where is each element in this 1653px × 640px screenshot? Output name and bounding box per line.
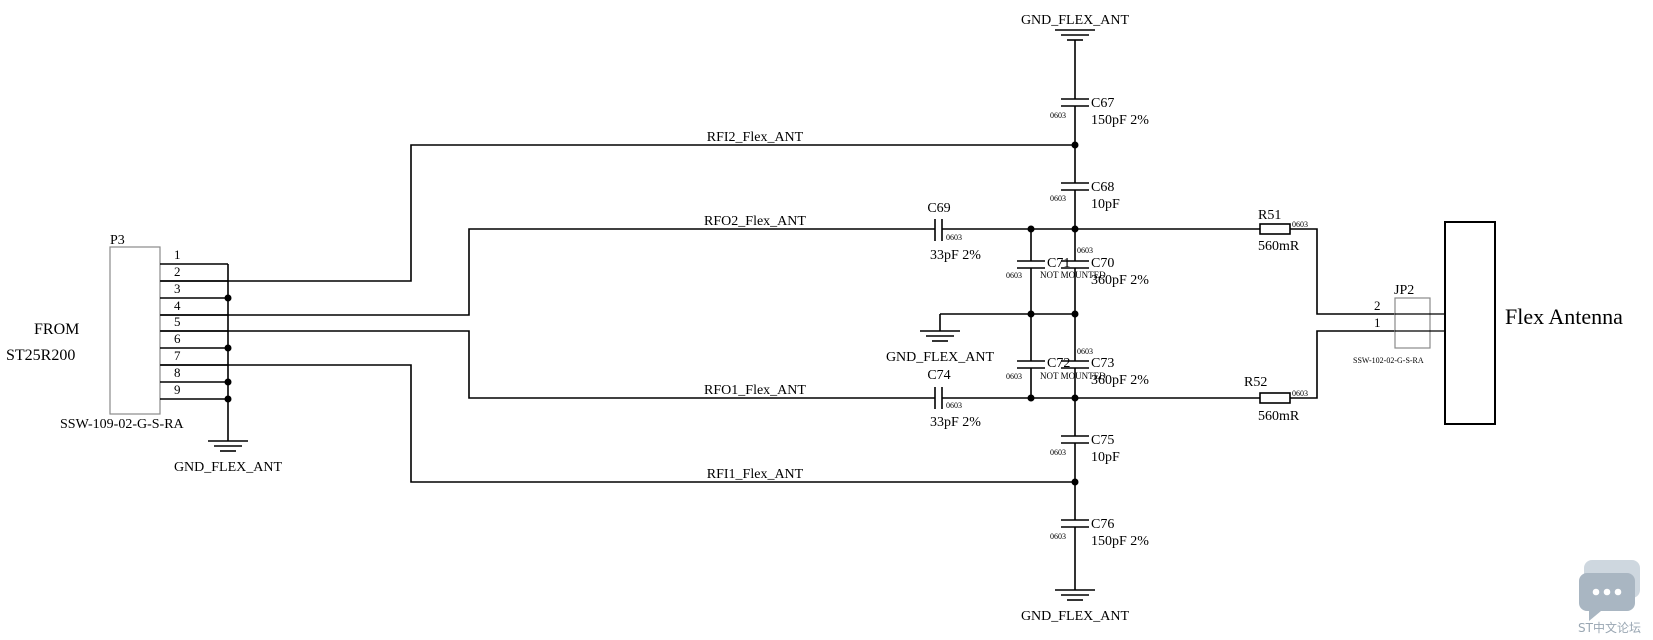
- watermark-text: ST中文论坛: [1578, 620, 1641, 635]
- capacitor-c75: C75 10pF 0603: [1050, 398, 1120, 482]
- package-c69: 0603: [946, 233, 962, 242]
- part-jp2: SSW-102-02-G-S-RA: [1353, 356, 1424, 365]
- package-c76: 0603: [1050, 532, 1066, 541]
- net-label-gnd-bottom: GND_FLEX_ANT: [1021, 609, 1130, 624]
- package-c73: 0603: [1077, 347, 1093, 356]
- p3-pin-3: 3: [174, 281, 181, 296]
- package-c71: 0603: [1006, 271, 1022, 280]
- ref-c76: C76: [1091, 517, 1114, 532]
- value-r52: 560mR: [1258, 409, 1300, 424]
- net-label-gnd-top: GND_FLEX_ANT: [1021, 13, 1130, 28]
- package-c67: 0603: [1050, 111, 1066, 120]
- capacitor-c73: C73 360pF 2% 0603: [1061, 314, 1149, 398]
- net-label-rfo2: RFO2_Flex_ANT: [704, 214, 806, 229]
- connector-jp2: JP2 2 1 SSW-102-02-G-S-RA: [1353, 283, 1445, 365]
- package-c75: 0603: [1050, 448, 1066, 457]
- p3-pin-5: 5: [174, 314, 181, 329]
- ref-c74: C74: [927, 368, 950, 383]
- package-r52: 0603: [1292, 389, 1308, 398]
- capacitor-c74: C74 33pF 2% 0603: [927, 368, 1075, 430]
- value-r51: 560mR: [1258, 239, 1300, 254]
- p3-pin-2: 2: [174, 264, 181, 279]
- flex-antenna: Flex Antenna: [1444, 221, 1623, 425]
- value-c68: 10pF: [1091, 197, 1120, 212]
- p3-pin-6: 6: [174, 331, 181, 346]
- connector-p3-body: [109, 246, 161, 415]
- ref-r52: R52: [1244, 375, 1267, 390]
- jp2-pin-1: 1: [1374, 315, 1381, 330]
- capacitor-c67: C67 150pF 2% 0603: [1050, 46, 1149, 145]
- junction-c72-bottom: [1027, 394, 1035, 402]
- p3-pin-4: 4: [174, 298, 181, 313]
- capacitor-c69: C69 33pF 2% 0603: [927, 201, 1075, 263]
- connector-jp2-body: [1394, 297, 1431, 349]
- value-c67: 150pF 2%: [1091, 113, 1149, 128]
- value-c75: 10pF: [1091, 450, 1120, 465]
- p3-pin-1: 1: [174, 247, 181, 262]
- connector-p3: P3 SSW-109-02-G-S-RA FROM ST25R200 1 2 3…: [6, 233, 282, 475]
- value-c73: 360pF 2%: [1091, 373, 1149, 388]
- p3-pin-9: 9: [174, 382, 181, 397]
- resistor-r52: R52 560mR 0603: [1075, 330, 1395, 424]
- value-c69: 33pF 2%: [930, 248, 981, 263]
- ground-symbol-top: GND_FLEX_ANT: [1021, 13, 1130, 46]
- value-c72: NOT MOUNTED: [1040, 371, 1106, 381]
- from-label-line2: ST25R200: [6, 347, 75, 364]
- package-c72: 0603: [1006, 372, 1022, 381]
- package-c70: 0603: [1077, 246, 1093, 255]
- value-c76: 150pF 2%: [1091, 534, 1149, 549]
- ref-r51: R51: [1258, 208, 1281, 223]
- ref-c67: C67: [1091, 96, 1114, 111]
- capacitor-c72: C72 NOT MOUNTED 0603: [1006, 314, 1106, 398]
- ref-c69: C69: [927, 201, 950, 216]
- net-label-rfo1: RFO1_Flex_ANT: [704, 383, 806, 398]
- net-label-rfi2: RFI2_Flex_ANT: [707, 130, 804, 145]
- wire-rfo1: RFO1_Flex_ANT: [160, 330, 935, 399]
- wire-rfi1: RFI1_Flex_ANT: [160, 364, 1079, 486]
- ref-c70: C70: [1091, 256, 1114, 271]
- ref-c68: C68: [1091, 180, 1114, 195]
- package-r51: 0603: [1292, 220, 1308, 229]
- from-label-line1: FROM: [34, 321, 79, 338]
- ref-c73: C73: [1091, 356, 1114, 371]
- value-c70: 360pF 2%: [1091, 273, 1149, 288]
- part-p3: SSW-109-02-G-S-RA: [60, 417, 185, 432]
- capacitor-c68: C68 10pF 0603: [1050, 145, 1120, 229]
- value-c71: NOT MOUNTED: [1040, 270, 1106, 280]
- wire-rfi2: RFI2_Flex_ANT: [160, 130, 1079, 282]
- wire-rfo2: RFO2_Flex_ANT: [160, 214, 935, 316]
- ref-c75: C75: [1091, 433, 1114, 448]
- net-label-rfi1: RFI1_Flex_ANT: [707, 467, 804, 482]
- flex-antenna-label: Flex Antenna: [1505, 304, 1623, 329]
- package-c68: 0603: [1050, 194, 1066, 203]
- capacitor-c76: C76 150pF 2% 0603: [1050, 482, 1149, 590]
- package-c74: 0603: [946, 401, 962, 410]
- watermark: ST中文论坛: [1578, 560, 1641, 635]
- net-label-gnd-mid: GND_FLEX_ANT: [886, 350, 995, 365]
- p3-pin-8: 8: [174, 365, 181, 380]
- ref-p3: P3: [110, 233, 125, 248]
- resistor-r51: R51 560mR 0603: [1075, 208, 1395, 315]
- ref-jp2: JP2: [1394, 283, 1414, 298]
- capacitor-c70: C70 360pF 2% 0603: [1061, 229, 1149, 314]
- capacitor-c71: C71 NOT MOUNTED 0603: [1006, 229, 1106, 314]
- flex-antenna-body: [1444, 221, 1496, 425]
- net-label-gnd-left: GND_FLEX_ANT: [174, 460, 283, 475]
- ground-symbol-bottom: GND_FLEX_ANT: [1021, 589, 1130, 624]
- value-c74: 33pF 2%: [930, 415, 981, 430]
- jp2-pin-2: 2: [1374, 298, 1381, 313]
- p3-pin-7: 7: [174, 348, 181, 363]
- ground-bus-middle: GND_FLEX_ANT: [886, 310, 1079, 365]
